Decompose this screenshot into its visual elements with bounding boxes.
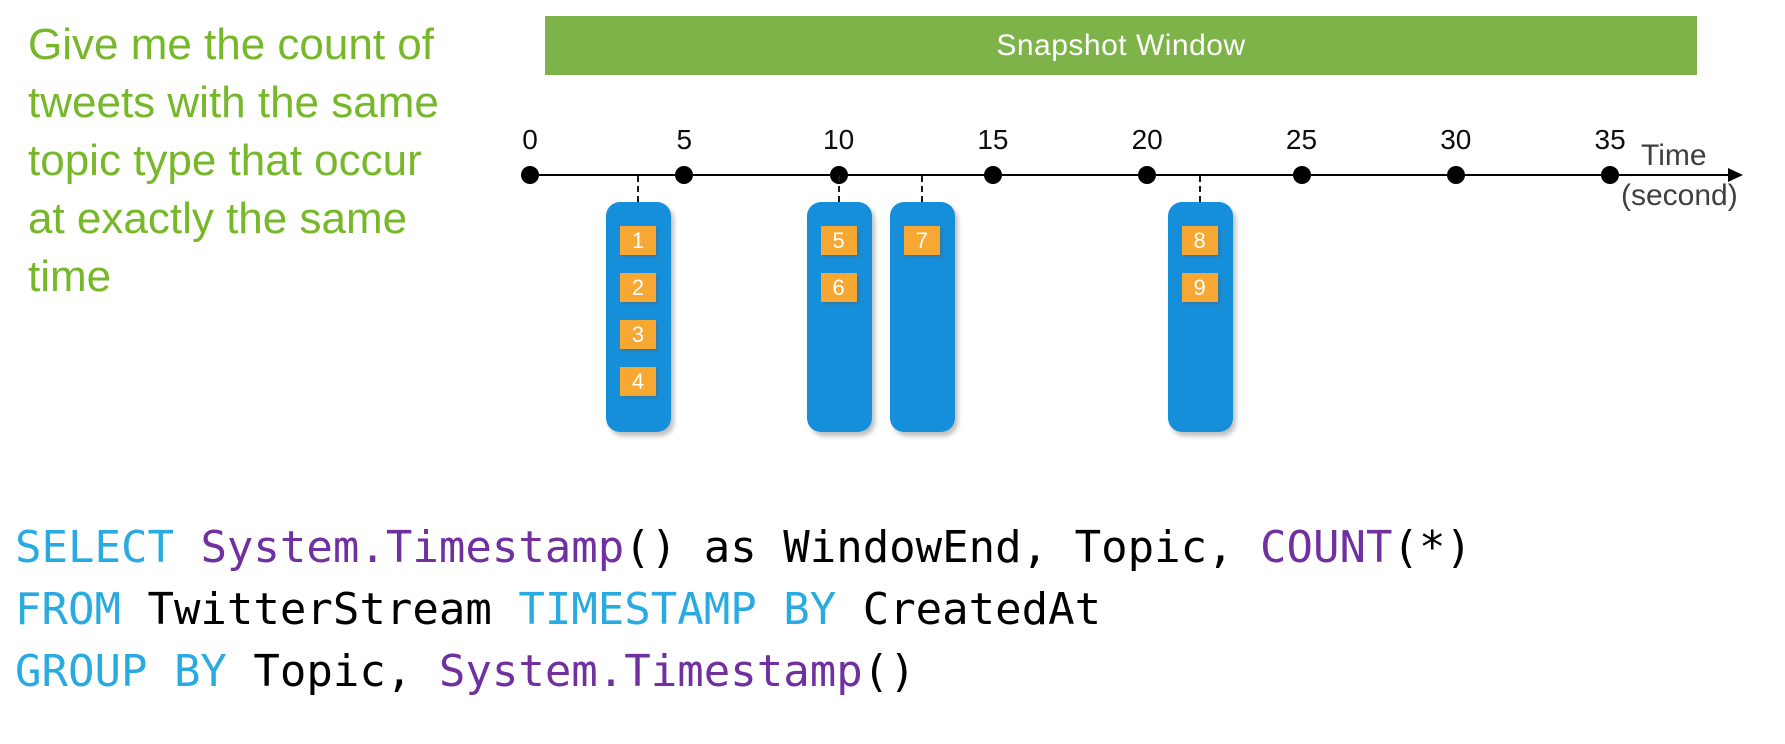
tick-label-35: 35 xyxy=(1594,124,1626,155)
sql-token: FROM xyxy=(15,584,148,635)
instruction-line: Give me the count of xyxy=(28,20,434,69)
connector-dashed-line xyxy=(1198,176,1201,202)
event-tile-4: 4 xyxy=(620,367,656,396)
sql-query: SELECT System.Timestamp() as WindowEnd, … xyxy=(15,517,1472,703)
tick-label-30: 30 xyxy=(1440,124,1472,155)
event-tile-9: 9 xyxy=(1181,273,1218,302)
timeline-dot-5 xyxy=(675,166,694,184)
sql-token: COUNT xyxy=(1260,522,1393,573)
sql-token: TIMESTAMP BY xyxy=(518,584,863,635)
timeline-dot-25 xyxy=(1292,166,1311,184)
sql-token: System.Timestamp xyxy=(200,522,625,573)
event-tile-1: 1 xyxy=(620,226,656,255)
event-tile-3: 3 xyxy=(620,320,656,349)
connector-dashed-line xyxy=(920,176,923,202)
event-tile-5: 5 xyxy=(820,226,857,255)
time-axis-label: Time xyxy=(1641,139,1707,172)
timeline-dot-0 xyxy=(521,166,539,184)
event-tile-8: 8 xyxy=(1181,226,1218,255)
timeline-dot-30 xyxy=(1446,166,1465,184)
event-tile-2: 2 xyxy=(620,273,656,302)
timeline-dot-35 xyxy=(1601,166,1620,184)
sql-token: CreatedAt xyxy=(862,584,1102,635)
connector-dashed-line xyxy=(837,176,840,202)
instruction-line: tweets with the same xyxy=(28,78,439,127)
timeline-arrowhead-icon xyxy=(1728,168,1743,182)
event-group: 7 xyxy=(889,202,955,432)
instruction-line: time xyxy=(28,252,112,301)
sql-token: SELECT xyxy=(15,522,201,573)
event-tile-7: 7 xyxy=(903,226,940,255)
sql-token: () as WindowEnd, Topic, xyxy=(624,522,1261,573)
snapshot-window-label: Snapshot Window xyxy=(996,28,1246,62)
snapshot-window-banner: Snapshot Window xyxy=(545,16,1697,75)
connector-dashed-line xyxy=(637,176,639,202)
time-axis-unit: (second) xyxy=(1621,179,1738,212)
instruction-text: Give me the count of tweets with the same… xyxy=(28,16,498,306)
sql-token: GROUP BY xyxy=(15,646,254,697)
tick-label-5: 5 xyxy=(676,124,693,155)
tick-label-10: 10 xyxy=(823,124,855,155)
timeline-dot-15 xyxy=(983,166,1002,184)
tick-label-0: 0 xyxy=(522,124,538,155)
sql-token: (*) xyxy=(1392,522,1472,573)
timeline-dot-20 xyxy=(1138,166,1157,184)
sql-token: () xyxy=(862,646,916,697)
sql-line: FROM TwitterStream TIMESTAMP BY CreatedA… xyxy=(15,579,1472,641)
timeline-axis xyxy=(528,174,1729,176)
instruction-line: topic type that occur xyxy=(28,136,422,185)
tick-label-15: 15 xyxy=(977,124,1009,155)
sql-line: GROUP BY Topic, System.Timestamp() xyxy=(15,641,1472,703)
sql-token: TwitterStream xyxy=(147,584,519,635)
tick-label-25: 25 xyxy=(1285,124,1318,155)
sql-line: SELECT System.Timestamp() as WindowEnd, … xyxy=(15,517,1472,579)
event-group: 1 2 3 4 xyxy=(606,202,671,432)
sql-token: System.Timestamp xyxy=(438,646,863,697)
event-tile-6: 6 xyxy=(820,273,857,302)
tick-label-20: 20 xyxy=(1131,124,1163,155)
instruction-line: at exactly the same xyxy=(28,194,408,243)
sql-token: Topic, xyxy=(253,646,439,697)
timeline-dot-10 xyxy=(829,166,848,184)
